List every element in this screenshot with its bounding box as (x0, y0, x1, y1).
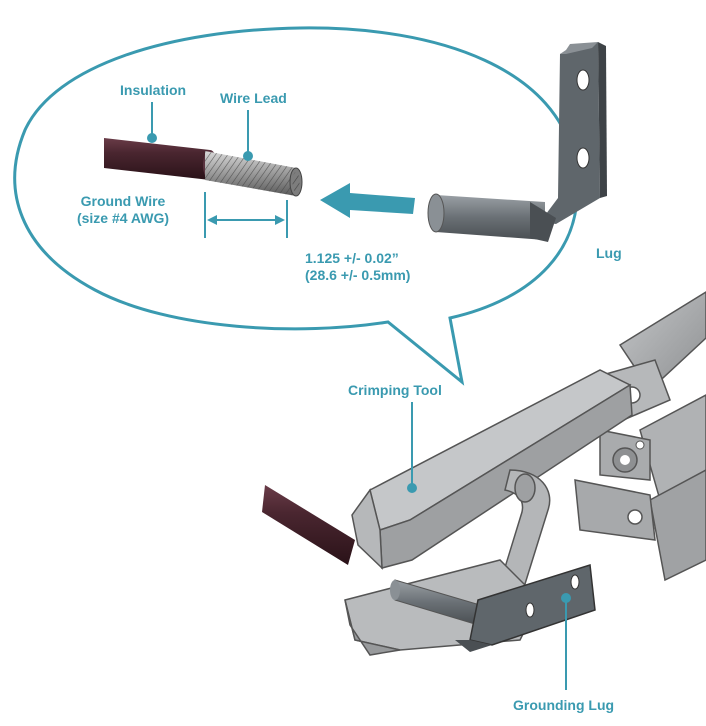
arrow-left-icon (320, 183, 415, 218)
ground-wire-label: Ground Wire (size #4 AWG) (58, 193, 188, 227)
wire-lead-label: Wire Lead (220, 90, 287, 106)
dimension-label: 1.125 +/- 0.02” (28.6 +/- 0.5mm) (305, 250, 410, 284)
wire-lead-strands (205, 151, 303, 197)
ground-wire-label-line1: Ground Wire (80, 193, 166, 209)
crimping-tool-label: Crimping Tool (348, 382, 442, 398)
callout-bubble (13, 26, 579, 386)
dimension-marker (204, 192, 288, 238)
grounding-lug-label: Grounding Lug (513, 697, 615, 713)
dimension-label-mm: (28.6 +/- 0.5mm) (305, 267, 411, 283)
insulation-label: Insulation (120, 82, 187, 98)
crimping-tool (262, 291, 706, 656)
ground-wire-label-line2: (size #4 AWG) (76, 210, 170, 226)
dimension-label-inch: 1.125 +/- 0.02” (305, 250, 399, 266)
lug-part (427, 42, 607, 242)
lug-label: Lug (596, 245, 622, 261)
